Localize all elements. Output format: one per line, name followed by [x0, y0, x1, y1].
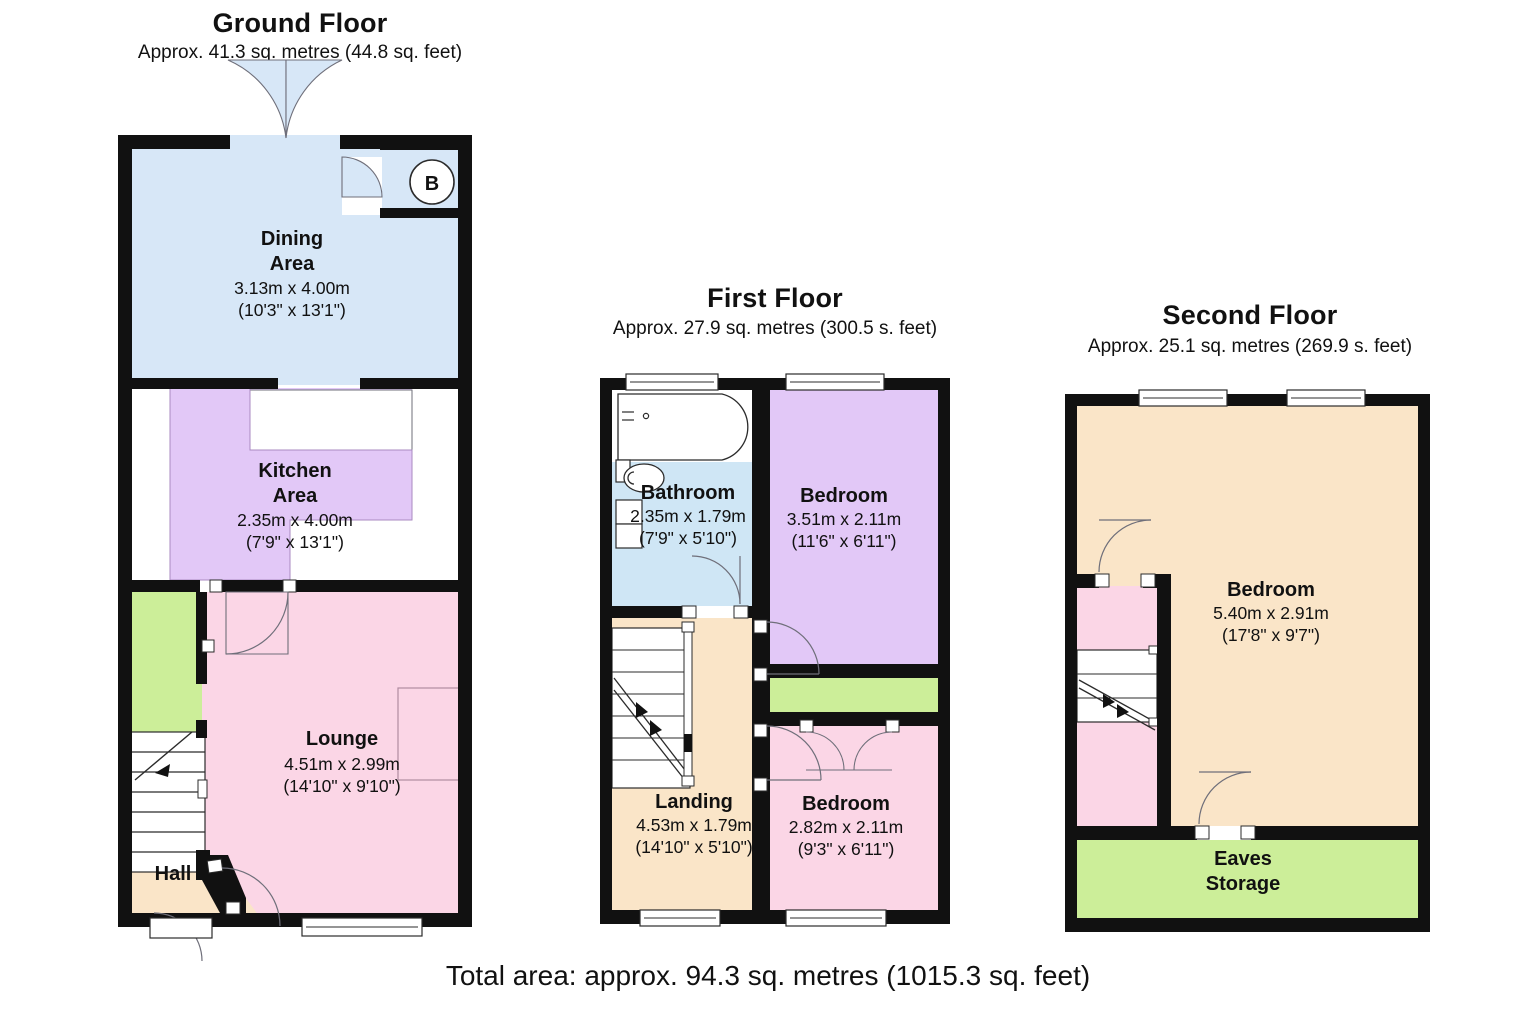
bedroom-front-label: Bedroom 3.51m x 2.11m (11'6" x 6'11") [787, 485, 901, 551]
svg-text:Storage: Storage [1206, 873, 1280, 895]
svg-text:4.51m x 2.99m: 4.51m x 2.99m [284, 754, 400, 774]
svg-text:(9'3" x 6'11"): (9'3" x 6'11") [798, 839, 895, 859]
svg-text:(14'10" x 5'10"): (14'10" x 5'10") [635, 837, 752, 857]
svg-text:Landing: Landing [655, 791, 733, 813]
svg-text:(14'10" x 9'10"): (14'10" x 9'10") [283, 776, 400, 796]
svg-text:Bedroom: Bedroom [800, 485, 888, 507]
bathroom-label: Bathroom 2.35m x 1.79m (7'9" x 5'10") [630, 482, 746, 548]
ground-floor-title: Ground Floor [212, 8, 388, 38]
svg-text:(11'6" x 6'11"): (11'6" x 6'11") [791, 531, 896, 551]
svg-text:Kitchen: Kitchen [258, 460, 331, 482]
second-floor-windows [1138, 389, 1366, 407]
svg-text:(10'3" x 13'1"): (10'3" x 13'1") [238, 300, 346, 320]
bedroom-loft-label: Bedroom 5.40m x 2.91m (17'8" x 9'7") [1213, 579, 1329, 645]
svg-text:Dining: Dining [261, 228, 323, 250]
cupboard-marker-b: B [409, 159, 455, 205]
ground-floor-plan: B Dining Area 3.13m x 4.00m (10'3" x 13'… [110, 59, 490, 962]
ground-floor-doors [149, 579, 297, 962]
dining-room-fill [130, 59, 460, 385]
svg-text:(17'8" x 9'7"): (17'8" x 9'7") [1222, 625, 1320, 645]
svg-text:4.53m x 1.79m: 4.53m x 1.79m [636, 815, 752, 835]
second-floor-title: Second Floor [1162, 300, 1338, 330]
svg-text:Area: Area [273, 485, 318, 507]
first-floor-subtitle: Approx. 27.9 sq. metres (300.5 s. feet) [612, 318, 938, 339]
ground-staircase [129, 731, 208, 873]
kitchen-room-label: Kitchen Area 2.35m x 4.00m (7'9" x 13'1"… [237, 460, 353, 552]
svg-text:Area: Area [270, 253, 315, 275]
hall-room-label: Hall [155, 863, 192, 885]
svg-text:(7'9" x 5'10"): (7'9" x 5'10") [639, 528, 737, 548]
understairs-store-fill [130, 592, 202, 732]
svg-text:3.51m x 2.11m: 3.51m x 2.11m [787, 509, 901, 529]
ground-floor-walls [118, 135, 472, 927]
second-floor-doors [1094, 519, 1256, 840]
ground-floor-subtitle: Approx. 41.3 sq. metres (44.8 sq. feet) [137, 42, 463, 63]
svg-text:Lounge: Lounge [306, 728, 378, 750]
bathroom-fill [612, 390, 752, 606]
first-floor-staircase [611, 621, 695, 789]
first-floor-store-fill [770, 678, 938, 712]
svg-text:Hall: Hall [155, 863, 192, 885]
second-floor-subtitle: Approx. 25.1 sq. metres (269.9 s. feet) [1087, 336, 1413, 357]
bedroom-front-fill [770, 390, 938, 668]
lounge-room-label: Lounge 4.51m x 2.99m (14'10" x 9'10") [283, 728, 400, 796]
svg-text:2.35m x 1.79m: 2.35m x 1.79m [630, 506, 746, 526]
kitchen-room-fill [130, 385, 460, 585]
svg-text:Bedroom: Bedroom [1227, 579, 1315, 601]
cupboard-marker-label: B [425, 173, 439, 195]
first-floor-title: First Floor [707, 283, 843, 313]
dining-room-label: Dining Area 3.13m x 4.00m (10'3" x 13'1"… [234, 228, 350, 320]
eaves-storage-fill [1077, 840, 1418, 918]
first-floor-doors [681, 555, 900, 792]
bedroom-rear-fill [770, 724, 938, 910]
second-floor-plan: Bedroom 5.40m x 2.91m (17'8" x 9'7") Eav… [1065, 388, 1430, 933]
svg-text:3.13m x 4.00m: 3.13m x 4.00m [234, 278, 350, 298]
svg-text:5.40m x 2.91m: 5.40m x 2.91m [1213, 603, 1329, 623]
eaves-storage-label: Eaves Storage [1206, 848, 1280, 895]
svg-text:2.82m x 2.11m: 2.82m x 2.11m [789, 817, 903, 837]
first-floor-plan: Bathroom 2.35m x 1.79m (7'9" x 5'10") Be… [600, 372, 950, 932]
lounge-room-fill [185, 592, 461, 927]
second-floor-staircase [1076, 645, 1159, 731]
landing-label: Landing 4.53m x 1.79m (14'10" x 5'10") [635, 791, 752, 857]
bedroom-rear-label: Bedroom 2.82m x 2.11m (9'3" x 6'11") [789, 793, 903, 859]
ground-floor-windows [301, 917, 423, 937]
svg-text:2.35m x 4.00m: 2.35m x 4.00m [237, 510, 353, 530]
svg-text:Bedroom: Bedroom [802, 793, 890, 815]
svg-text:Eaves: Eaves [1214, 848, 1272, 870]
svg-text:Bathroom: Bathroom [641, 482, 735, 504]
total-area-text: Total area: approx. 94.3 sq. metres (101… [445, 960, 1091, 991]
svg-text:(7'9" x 13'1"): (7'9" x 13'1") [246, 532, 344, 552]
first-floor-windows [625, 373, 887, 927]
